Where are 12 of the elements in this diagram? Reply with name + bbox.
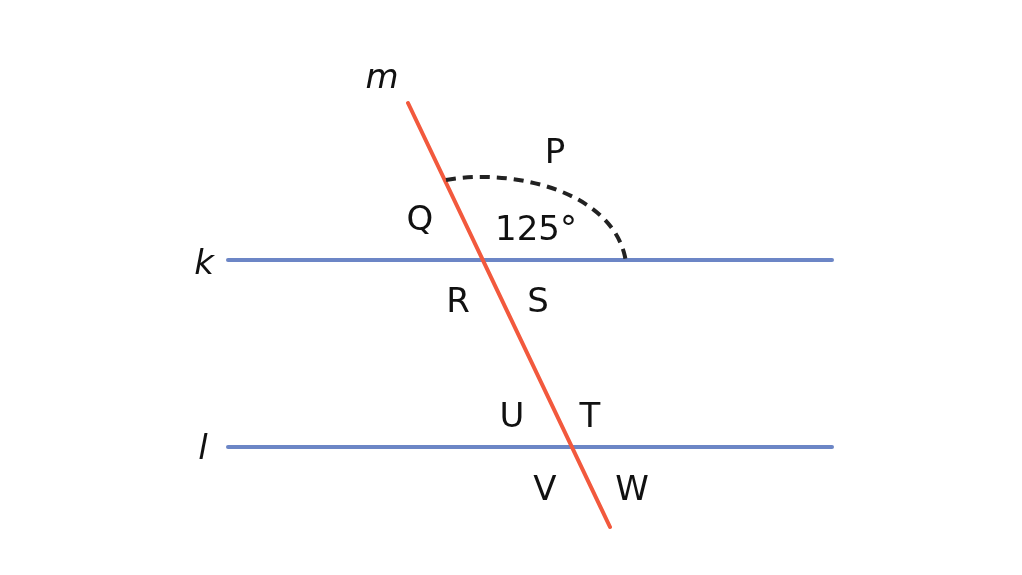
angle-label: R <box>446 283 470 317</box>
angle-label: W <box>615 471 649 505</box>
angle-measure: 125° <box>495 211 577 245</box>
angle-label: T <box>579 398 601 432</box>
line-label: l <box>198 430 208 464</box>
angle-label: V <box>533 471 557 505</box>
angle-label: P <box>544 134 566 168</box>
angle-label: S <box>527 283 549 317</box>
line-label: m <box>365 59 399 93</box>
angle-label: Q <box>406 201 434 235</box>
angle-label: U <box>499 398 525 432</box>
line-label: k <box>194 245 214 279</box>
